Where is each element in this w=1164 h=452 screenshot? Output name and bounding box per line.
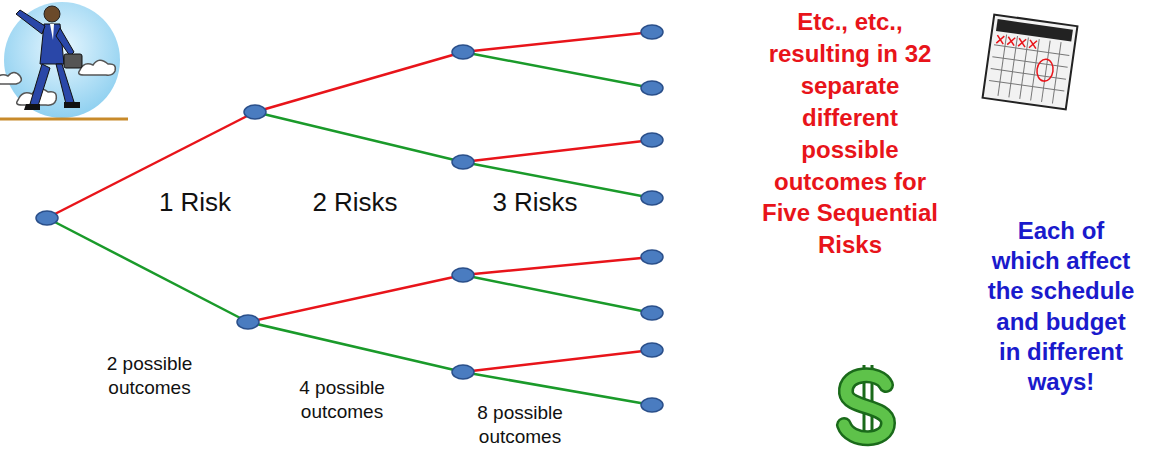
outcome-dot xyxy=(641,398,663,412)
green-branch xyxy=(463,275,652,313)
green-branch xyxy=(463,52,652,88)
calendar-crosses xyxy=(996,35,1037,48)
outcome-count-label: 8 possible outcomes xyxy=(440,401,600,449)
calendar-page xyxy=(983,15,1078,110)
outcome-dot xyxy=(641,133,663,147)
green-branch xyxy=(255,112,463,162)
blue-note: Each of which affect the schedule and bu… xyxy=(986,216,1136,397)
red-branch xyxy=(463,140,652,162)
businessman-icon xyxy=(0,2,128,119)
risk-branches xyxy=(47,32,652,405)
outcome-dot xyxy=(641,250,663,264)
red-branch xyxy=(248,275,463,322)
calendar-icon xyxy=(983,15,1078,110)
green-branch xyxy=(248,322,463,372)
outcome-dot xyxy=(452,268,474,282)
red-branch xyxy=(255,52,463,112)
outcome-dot xyxy=(641,81,663,95)
outcome-dot xyxy=(641,343,663,357)
outcome-count-label: 2 possible outcomes xyxy=(72,352,227,400)
red-branch xyxy=(463,257,652,275)
red-branch xyxy=(47,112,255,218)
outcome-dot xyxy=(36,211,58,225)
calendar-grid xyxy=(987,33,1071,105)
calendar-header xyxy=(996,19,1073,41)
outcome-dots xyxy=(36,25,663,412)
red-note: Etc., etc., resulting in 32 separate dif… xyxy=(756,6,944,261)
risk-count-label: 1 Risk xyxy=(150,188,240,218)
red-branch xyxy=(463,350,652,372)
outcome-count-label: 4 possible outcomes xyxy=(262,376,422,424)
outcome-dot xyxy=(237,315,259,329)
businessman-figure xyxy=(16,6,82,110)
outcome-dot xyxy=(452,155,474,169)
green-branch xyxy=(47,218,248,322)
ground-line xyxy=(0,118,128,121)
outcome-dot xyxy=(244,105,266,119)
green-branch xyxy=(463,372,652,405)
calendar-circle xyxy=(1036,58,1055,82)
risk-count-label: 2 Risks xyxy=(305,188,405,218)
dollar-icon xyxy=(844,365,888,445)
outcome-dot xyxy=(641,25,663,39)
red-branch xyxy=(463,32,652,52)
outcome-dot xyxy=(641,306,663,320)
outcome-dot xyxy=(452,365,474,379)
clouds xyxy=(0,60,115,105)
sky-disc xyxy=(4,2,120,118)
outcome-dot xyxy=(641,191,663,205)
risk-count-label: 3 Risks xyxy=(485,188,585,218)
outcome-dot xyxy=(452,45,474,59)
